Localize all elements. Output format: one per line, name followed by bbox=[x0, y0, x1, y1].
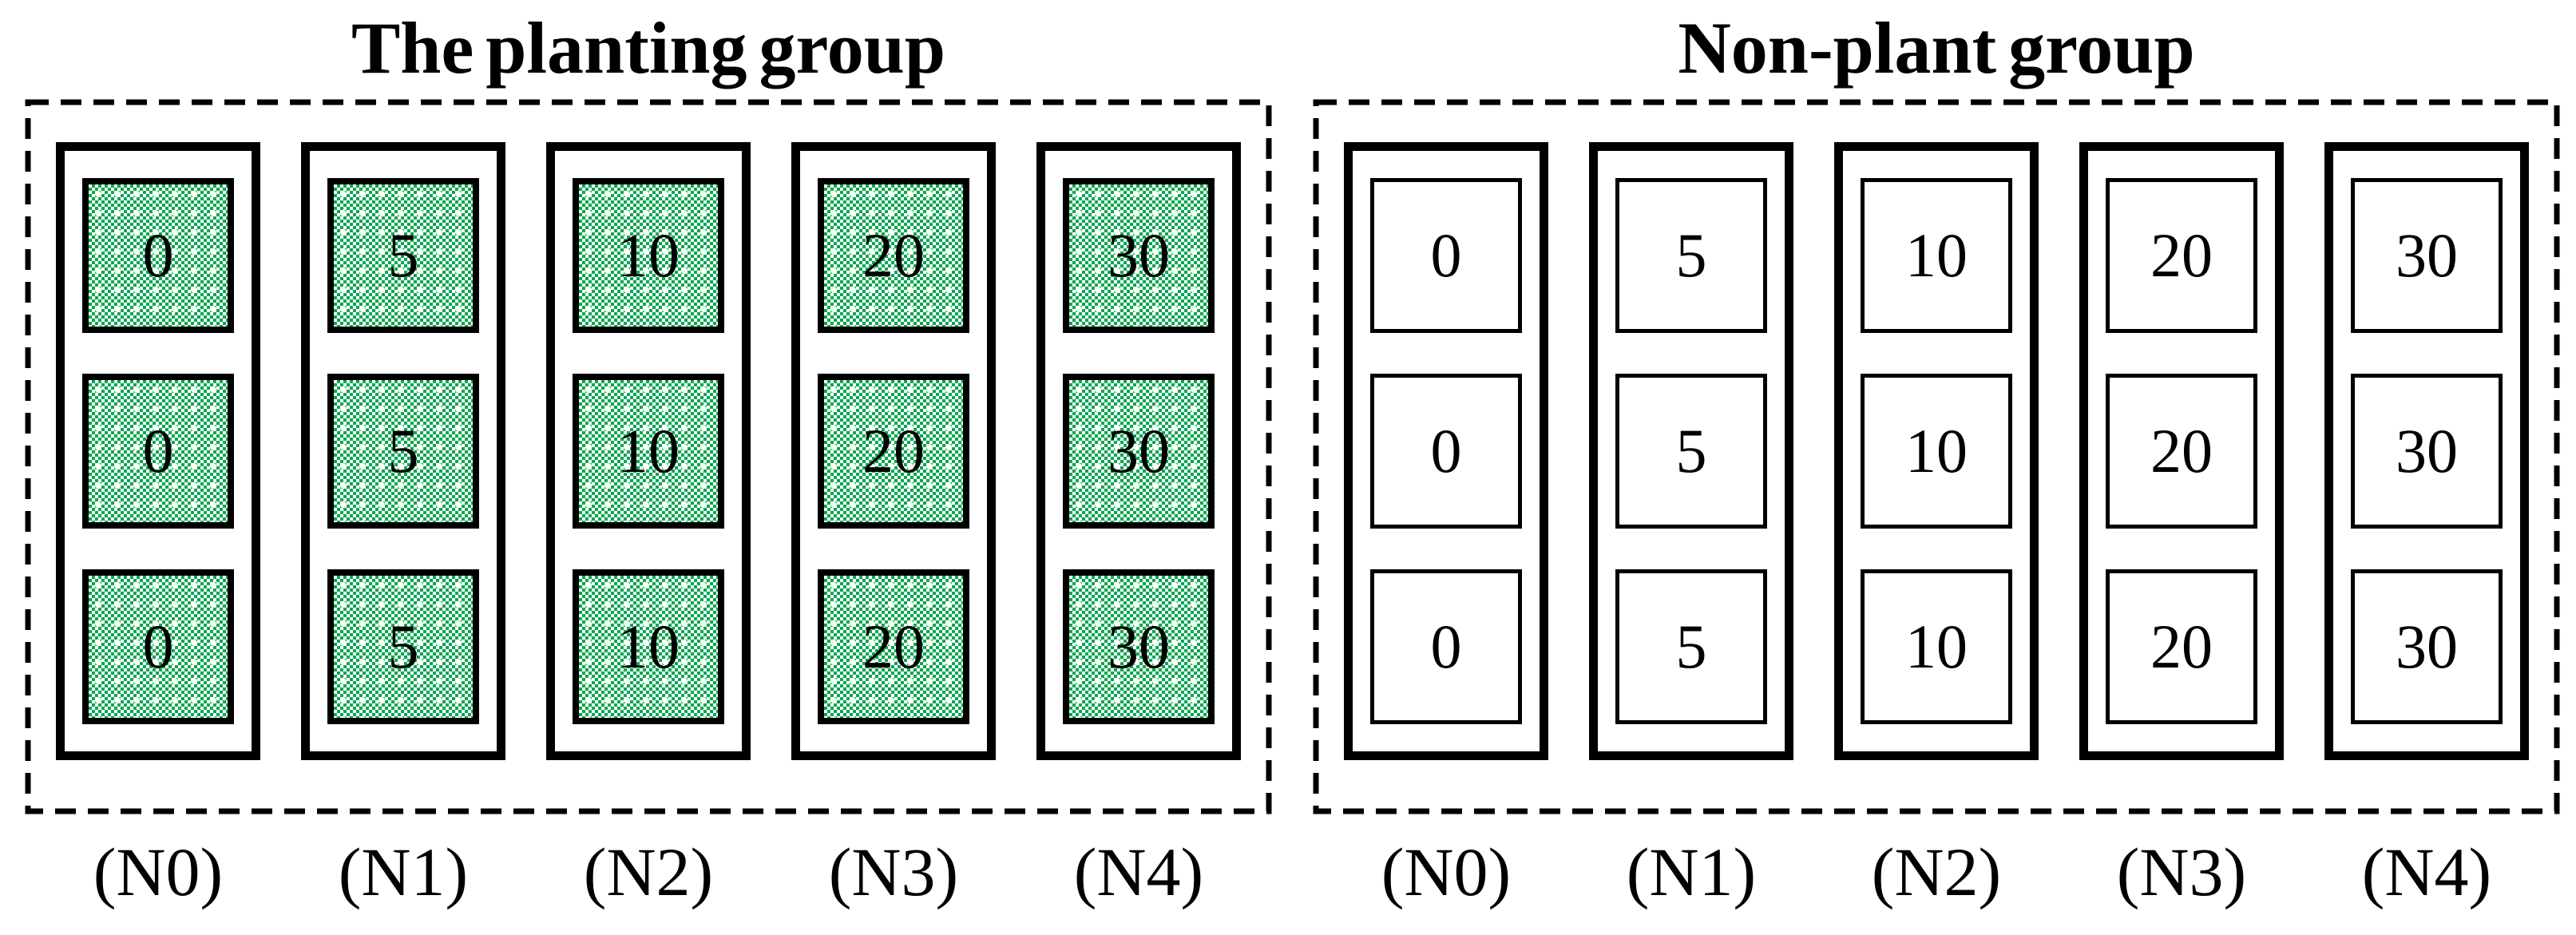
empty-pot-cell: 0 bbox=[1370, 569, 1522, 724]
empty-pot-cell: 10 bbox=[1861, 178, 2012, 333]
planted-pot-cell: 20 bbox=[818, 178, 969, 333]
planted-pot-cell: 0 bbox=[82, 374, 234, 529]
planted-pot-cell: 30 bbox=[1063, 374, 1215, 529]
planting-group-panel: The planting group 0 0 0 5 5 5 10 10 bbox=[25, 0, 1272, 935]
planted-pot-cell: 5 bbox=[327, 374, 479, 529]
non-plant-columns-row: 0 0 0 5 5 5 10 10 10 20 20 20 bbox=[1313, 142, 2560, 760]
non-plant-group-panel: Non-plant group 0 0 0 5 5 5 10 10 bbox=[1313, 0, 2560, 935]
empty-pot-cell: 5 bbox=[1615, 178, 1767, 333]
column-label-n2: (N2) bbox=[583, 834, 714, 910]
column-label-n3: (N3) bbox=[2116, 834, 2247, 910]
planted-pot-cell: 0 bbox=[82, 569, 234, 724]
pot-column-n4: 30 30 30 bbox=[2324, 142, 2529, 760]
column-label-n4: (N4) bbox=[2361, 834, 2492, 910]
column-label-n1: (N1) bbox=[1626, 834, 1757, 910]
empty-pot-cell: 0 bbox=[1370, 374, 1522, 529]
planting-group-title: The planting group bbox=[351, 7, 946, 89]
planted-pot-cell: 5 bbox=[327, 178, 479, 333]
planted-pot-cell: 30 bbox=[1063, 178, 1215, 333]
empty-pot-cell: 0 bbox=[1370, 178, 1522, 333]
column-label-n1: (N1) bbox=[338, 834, 469, 910]
pot-column-n1: 5 5 5 bbox=[301, 142, 505, 760]
pot-column-n3: 20 20 20 bbox=[791, 142, 996, 760]
non-plant-labels-row: (N0) (N1) (N2) (N3) (N4) bbox=[1313, 834, 2560, 910]
empty-pot-cell: 10 bbox=[1861, 569, 2012, 724]
planted-pot-cell: 20 bbox=[818, 569, 969, 724]
planting-group-box: 0 0 0 5 5 5 10 10 10 20 20 20 bbox=[25, 99, 1272, 814]
dashed-border bbox=[1313, 99, 2560, 814]
column-label-n2: (N2) bbox=[1871, 834, 2002, 910]
empty-pot-cell: 20 bbox=[2106, 178, 2257, 333]
empty-pot-cell: 30 bbox=[2351, 569, 2503, 724]
pot-column-n2: 10 10 10 bbox=[1834, 142, 2039, 760]
planting-labels-row: (N0) (N1) (N2) (N3) (N4) bbox=[25, 834, 1272, 910]
planted-pot-cell: 5 bbox=[327, 569, 479, 724]
empty-pot-cell: 20 bbox=[2106, 374, 2257, 529]
empty-pot-cell: 30 bbox=[2351, 178, 2503, 333]
planted-pot-cell: 30 bbox=[1063, 569, 1215, 724]
pot-column-n3: 20 20 20 bbox=[2079, 142, 2284, 760]
planted-pot-cell: 10 bbox=[573, 178, 724, 333]
planted-pot-cell: 20 bbox=[818, 374, 969, 529]
empty-pot-cell: 5 bbox=[1615, 569, 1767, 724]
dashed-border bbox=[25, 99, 1272, 814]
column-label-n0: (N0) bbox=[93, 834, 224, 910]
planted-pot-cell: 10 bbox=[573, 374, 724, 529]
column-label-n0: (N0) bbox=[1381, 834, 1512, 910]
empty-pot-cell: 5 bbox=[1615, 374, 1767, 529]
pot-column-n4: 30 30 30 bbox=[1036, 142, 1241, 760]
non-plant-group-box: 0 0 0 5 5 5 10 10 10 20 20 20 bbox=[1313, 99, 2560, 814]
planting-columns-row: 0 0 0 5 5 5 10 10 10 20 20 20 bbox=[25, 142, 1272, 760]
empty-pot-cell: 10 bbox=[1861, 374, 2012, 529]
planted-pot-cell: 0 bbox=[82, 178, 234, 333]
pot-column-n0: 0 0 0 bbox=[1344, 142, 1548, 760]
empty-pot-cell: 20 bbox=[2106, 569, 2257, 724]
pot-column-n0: 0 0 0 bbox=[56, 142, 260, 760]
non-plant-group-title: Non-plant group bbox=[1678, 7, 2195, 89]
empty-pot-cell: 30 bbox=[2351, 374, 2503, 529]
column-label-n3: (N3) bbox=[828, 834, 959, 910]
pot-column-n1: 5 5 5 bbox=[1589, 142, 1793, 760]
planted-pot-cell: 10 bbox=[573, 569, 724, 724]
column-label-n4: (N4) bbox=[1073, 834, 1204, 910]
pot-column-n2: 10 10 10 bbox=[546, 142, 751, 760]
